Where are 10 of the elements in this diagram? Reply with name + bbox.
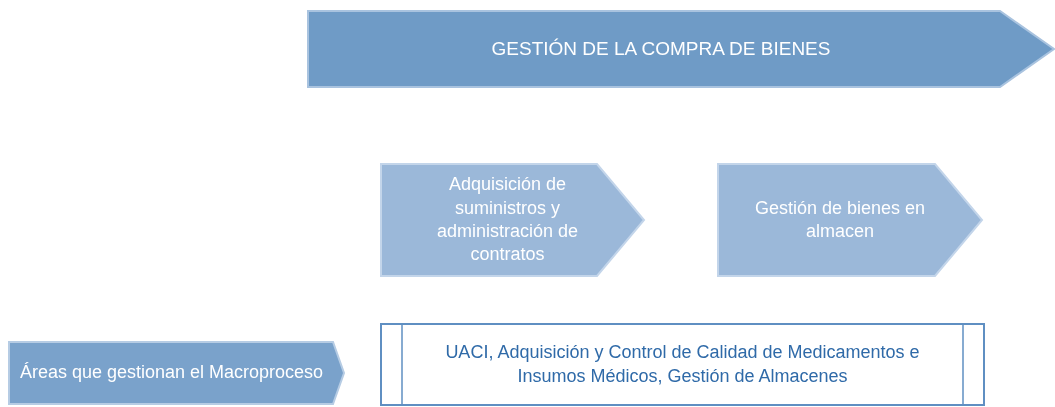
node-label: UACI, Adquisición y Control de Calidad de Medicamentos e Insumos Médicos, Gestión de Almacenes (444, 341, 921, 388)
node-label: Gestión de bienes en almacen (753, 196, 927, 243)
predefined-process-box (380, 323, 985, 406)
area-chevron (8, 341, 345, 405)
process-banner (307, 10, 1055, 88)
node-label: Áreas que gestionan el Macroproceso (19, 361, 324, 385)
process-chevron (717, 163, 983, 277)
process-chevron (380, 163, 645, 277)
node-label: GESTIÓN DE LA COMPRA DE BIENES (491, 36, 831, 61)
node-label: Adquisición de suministros y administración de contratos (435, 173, 580, 267)
